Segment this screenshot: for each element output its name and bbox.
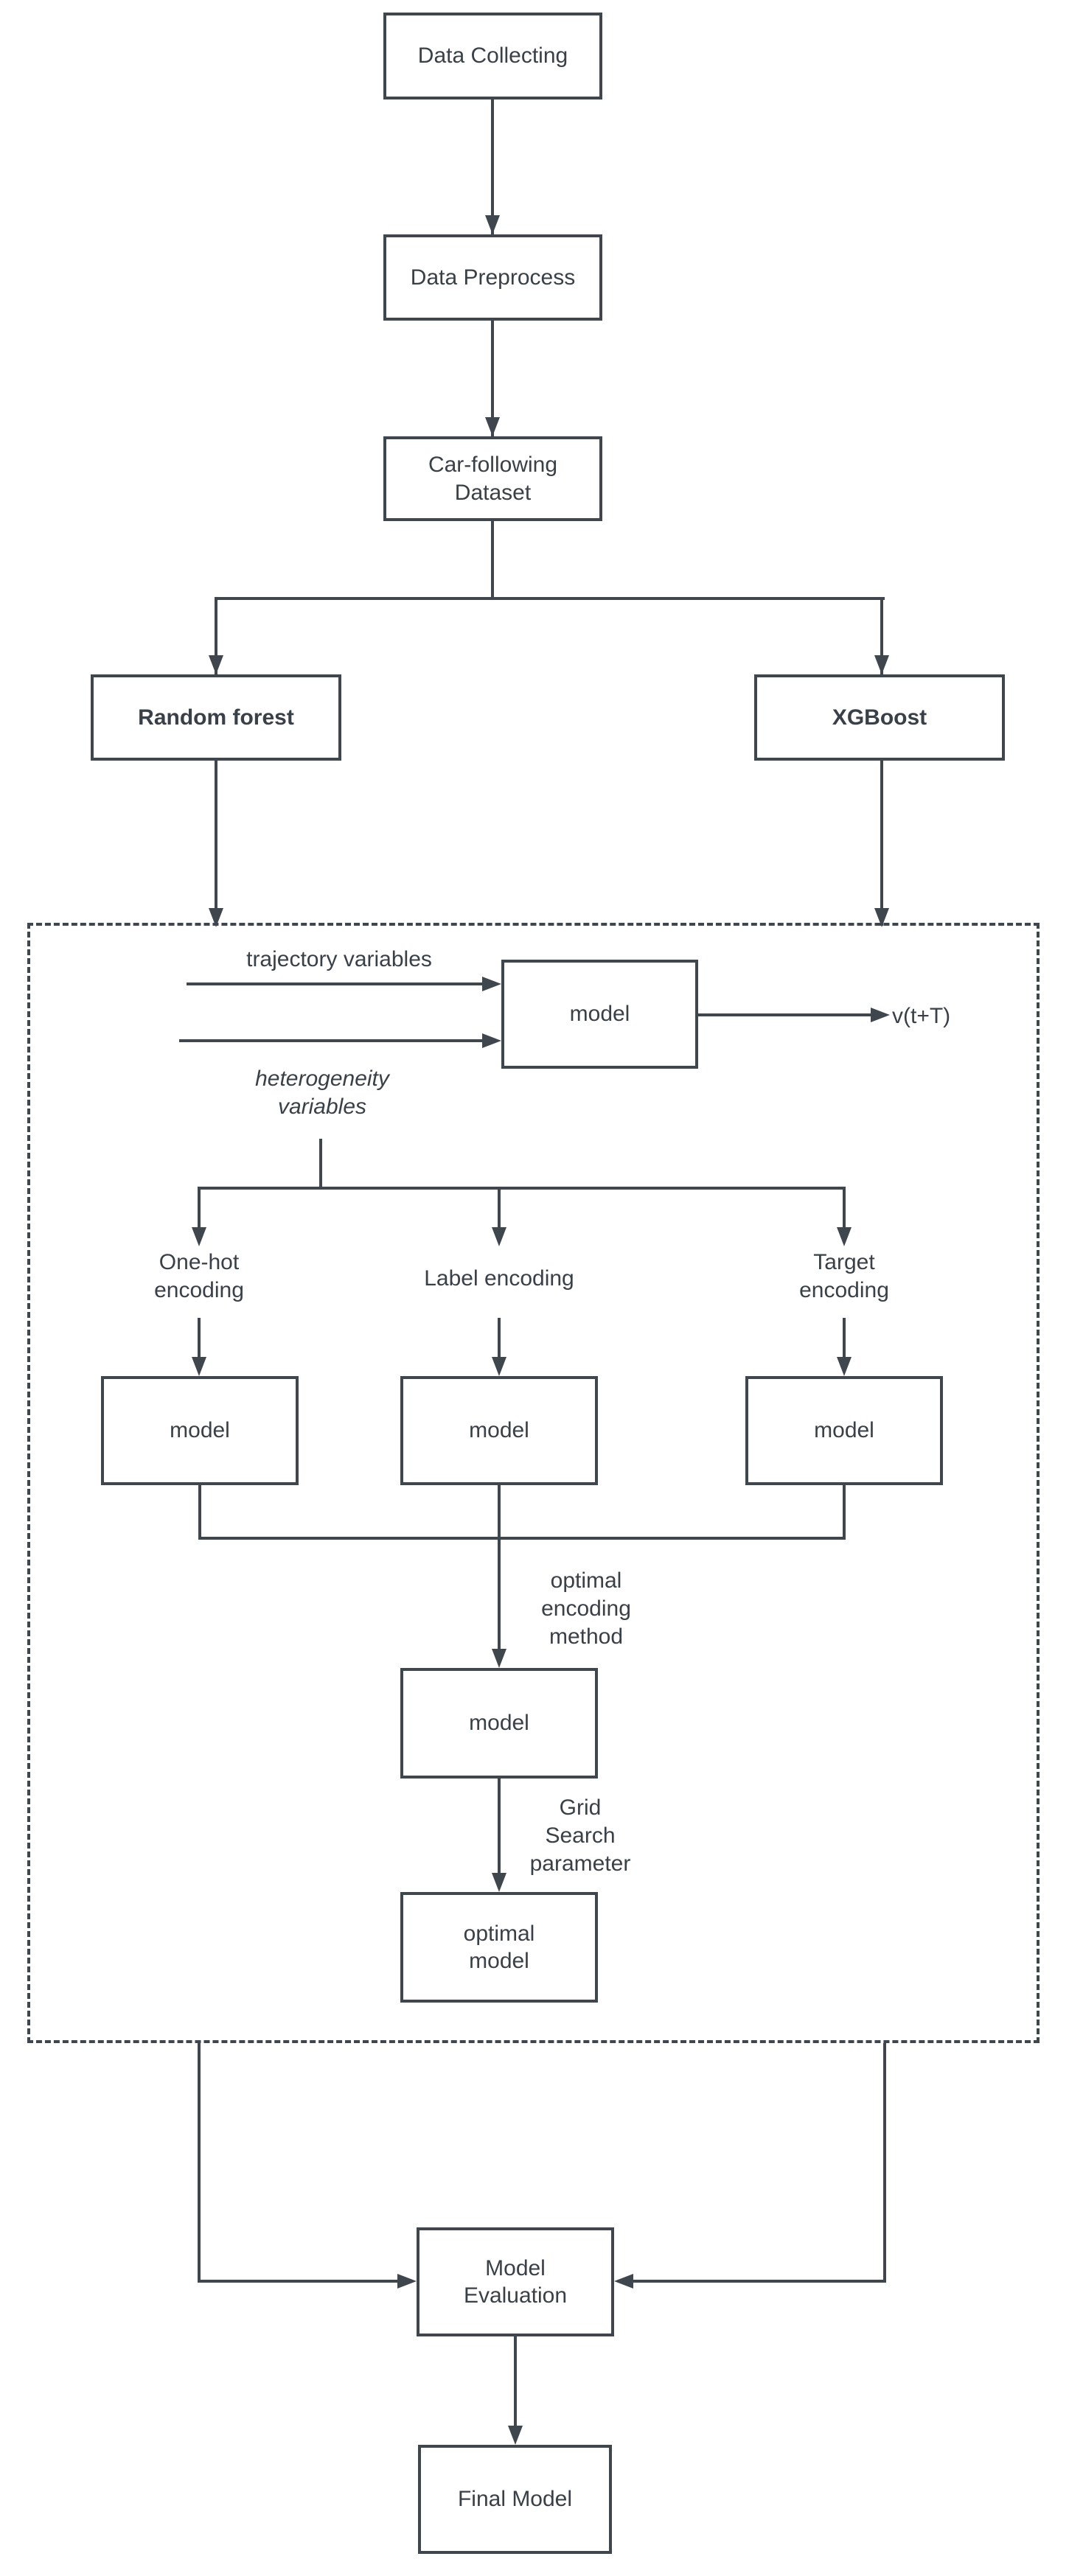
connector-model-to-output — [698, 1013, 871, 1016]
node-optimal-model: optimal model — [400, 1892, 598, 2003]
arrowhead-down-icon — [485, 417, 500, 436]
node-data-collecting: Data Collecting — [383, 13, 602, 100]
arrowhead-down-icon — [485, 215, 500, 234]
arrowhead-down-icon — [192, 1357, 206, 1376]
arrowhead-right-icon — [482, 1033, 501, 1048]
arrowhead-down-icon — [492, 1227, 506, 1246]
node-model-trajectory: model — [501, 960, 698, 1069]
node-model-target: model — [745, 1376, 943, 1485]
connector-branch-to-onehot — [198, 1187, 201, 1229]
arrowhead-right-icon — [397, 2274, 417, 2289]
node-model-label: model — [400, 1376, 598, 1485]
connector-dashed-exit-left-vertical — [198, 2043, 201, 2283]
arrowhead-down-icon — [209, 908, 223, 927]
arrowhead-left-icon — [614, 2274, 633, 2289]
connector-branch-horizontal — [215, 597, 885, 600]
connector-label-to-model — [498, 1318, 501, 1358]
connector-branch-to-label — [498, 1187, 501, 1229]
node-data-preprocess: Data Preprocess — [383, 234, 602, 321]
heterogeneity-modeling-dashed-container — [27, 923, 1040, 2043]
connector-dashed-exit-right-vertical — [883, 2043, 886, 2283]
label-heterogeneity-variables: heterogeneity variables — [255, 1067, 389, 1120]
connector-preprocess-to-dataset — [491, 321, 494, 436]
connector-branch-to-target — [843, 1187, 846, 1229]
connector-dataset-stem — [491, 521, 494, 598]
label-prediction-output: v(t+T) — [892, 1004, 951, 1028]
connector-merge-horizontal — [198, 1537, 846, 1540]
node-model-combined: model — [400, 1668, 598, 1779]
label-optimal-encoding-method: optimal encoding method — [541, 1568, 631, 1650]
arrowhead-right-icon — [871, 1008, 890, 1022]
label-grid-search-parameter: Grid Search parameter — [529, 1795, 631, 1877]
arrowhead-down-icon — [874, 655, 889, 674]
connector-merge-to-combined-model — [498, 1485, 501, 1649]
arrowhead-down-icon — [837, 1227, 852, 1246]
label-one-hot-encoding: One-hot encoding — [154, 1250, 244, 1303]
arrowhead-down-icon — [492, 1649, 506, 1668]
connector-xgboost-to-dashed — [880, 761, 883, 926]
connector-heterogeneity-stem — [319, 1139, 322, 1188]
label-label-encoding: Label encoding — [424, 1266, 574, 1291]
connector-encoding-branch-horizontal — [198, 1187, 846, 1190]
connector-model-onehot-down — [198, 1485, 201, 1540]
connector-random-forest-to-dashed — [215, 761, 217, 926]
connector-branch-to-random-forest — [215, 597, 217, 674]
connector-trajectory-input-2 — [179, 1039, 482, 1042]
node-random-forest: Random forest — [91, 674, 341, 761]
arrowhead-down-icon — [837, 1357, 852, 1376]
connector-collecting-to-preprocess — [491, 100, 494, 234]
connector-combined-to-optimal — [498, 1779, 501, 1873]
arrowhead-down-icon — [192, 1227, 206, 1246]
connector-target-to-model — [843, 1318, 846, 1358]
node-model-evaluation: Model Evaluation — [417, 2227, 614, 2336]
connector-trajectory-input-1 — [187, 982, 484, 985]
arrowhead-down-icon — [874, 908, 889, 927]
arrowhead-down-icon — [209, 655, 223, 674]
node-xgboost: XGBoost — [754, 674, 1005, 761]
connector-dashed-exit-right-horizontal — [633, 2280, 886, 2283]
label-trajectory-variables: trajectory variables — [246, 947, 432, 971]
node-final-model: Final Model — [418, 2445, 612, 2554]
arrowhead-down-icon — [492, 1873, 506, 1892]
node-model-onehot: model — [101, 1376, 299, 1485]
connector-evaluation-to-final — [514, 2336, 517, 2427]
connector-dashed-exit-left-horizontal — [199, 2280, 399, 2283]
node-car-following-dataset: Car-following Dataset — [383, 436, 602, 521]
connector-onehot-to-model — [198, 1318, 201, 1358]
arrowhead-down-icon — [492, 1357, 506, 1376]
connector-branch-to-xgboost — [880, 597, 883, 674]
connector-model-target-down — [843, 1485, 846, 1540]
label-target-encoding: Target encoding — [799, 1250, 889, 1303]
arrowhead-right-icon — [482, 977, 501, 991]
arrowhead-down-icon — [508, 2426, 523, 2445]
